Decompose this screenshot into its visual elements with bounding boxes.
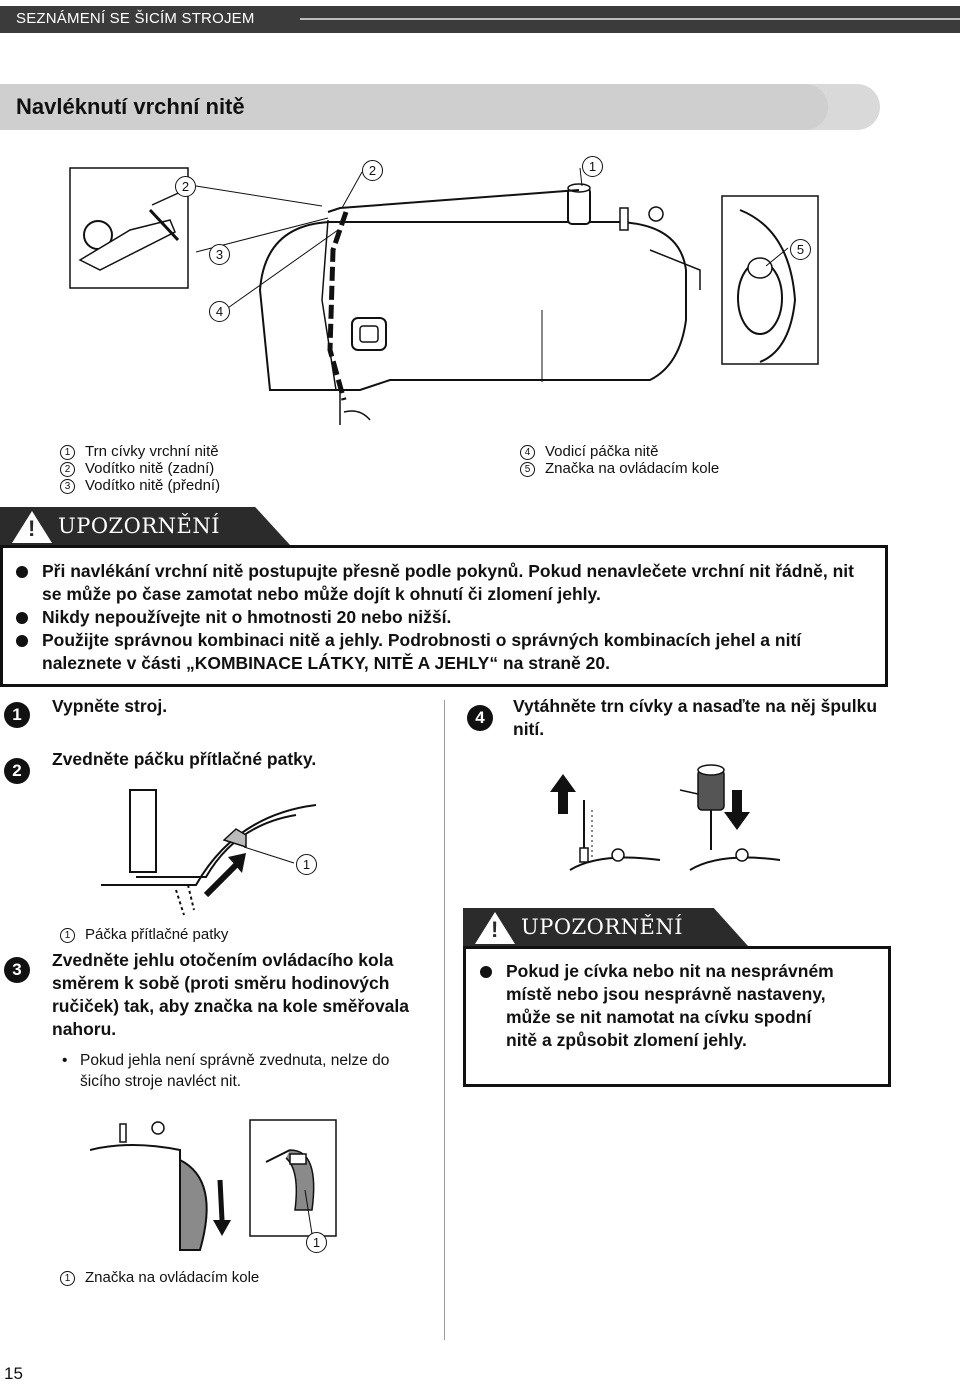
caution-item: Nikdy nepoužívejte nit o hmotnosti 20 ne… bbox=[16, 606, 876, 629]
caution-box bbox=[0, 545, 888, 687]
caution-label: UPOZORNĚNÍ bbox=[521, 915, 684, 939]
caution-tab-2: ! UPOZORNĚNÍ bbox=[463, 908, 748, 946]
step-3-note: Pokud jehla není správně zvednuta, nelze… bbox=[80, 1052, 390, 1090]
callout-5: 5 bbox=[790, 239, 811, 260]
callout-2-left: 2 bbox=[175, 176, 196, 197]
callout-3: 3 bbox=[209, 244, 230, 265]
bullet-icon bbox=[16, 566, 28, 578]
spool-pin-diagram bbox=[550, 764, 780, 871]
caution-list-2: Pokud je cívka nebo nit na nesprávném mí… bbox=[480, 960, 840, 1052]
threading-diagram bbox=[69, 167, 819, 425]
callout-mark: 1 bbox=[306, 1232, 327, 1253]
caution-label: UPOZORNĚNÍ bbox=[58, 514, 221, 538]
caution-item: Použijte správnou kombinaci nitě a jehly… bbox=[16, 629, 876, 675]
callout-lever: 1 bbox=[296, 854, 317, 875]
step-3-text: Zvedněte jehlu otočením ovládacího kola … bbox=[52, 950, 409, 1039]
presser-foot-diagram bbox=[101, 789, 317, 916]
caution-tab: ! UPOZORNĚNÍ bbox=[0, 507, 290, 545]
column-divider bbox=[444, 700, 445, 1340]
title-bar bbox=[0, 84, 828, 130]
step-2-text: Zvedněte páčku přítlačné patky. bbox=[52, 749, 317, 769]
page-number: 15 bbox=[4, 1364, 23, 1383]
step-4-number: 4 bbox=[467, 705, 493, 731]
exclamation-icon: ! bbox=[28, 516, 36, 541]
callout-4: 4 bbox=[209, 301, 230, 322]
bullet-icon bbox=[16, 635, 28, 647]
caution-item: Při navlékání vrchní nitě postupujte pře… bbox=[16, 560, 876, 606]
warning-triangle-icon bbox=[475, 912, 515, 944]
callout-1: 1 bbox=[582, 156, 603, 177]
caution-list: Při navlékání vrchní nitě postupujte pře… bbox=[16, 560, 876, 675]
bullet-icon bbox=[16, 612, 28, 624]
step-2-number: 2 bbox=[4, 758, 30, 784]
caution-item: Pokud je cívka nebo nit na nesprávném mí… bbox=[480, 960, 840, 1052]
step-4-text: Vytáhněte trn cívky a nasaďte na něj špu… bbox=[513, 696, 878, 739]
bullet-small: • bbox=[62, 1052, 68, 1069]
bullet-icon bbox=[480, 966, 492, 978]
section-header: SEZNÁMENÍ SE ŠICÍM STROJEM bbox=[16, 10, 255, 27]
handwheel-diagram bbox=[90, 1119, 337, 1251]
page-title: Navléknutí vrchní nitě bbox=[16, 94, 245, 119]
header-rule bbox=[300, 18, 960, 20]
callout-2-top: 2 bbox=[362, 160, 383, 181]
caution-box-2 bbox=[463, 946, 891, 1087]
warning-triangle-icon bbox=[12, 511, 52, 543]
step-3-number: 3 bbox=[4, 957, 30, 983]
exclamation-icon: ! bbox=[491, 917, 499, 942]
step-1-text: Vypněte stroj. bbox=[52, 696, 168, 716]
step-1-number: 1 bbox=[4, 702, 30, 728]
